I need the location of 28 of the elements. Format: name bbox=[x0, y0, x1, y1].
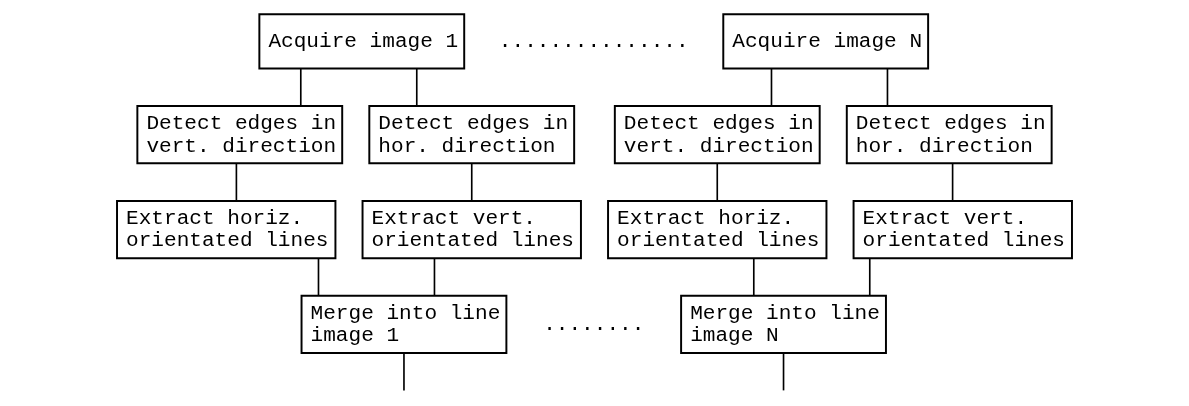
label: ............... bbox=[498, 28, 689, 53]
node-box: Extract vert. orientated lines bbox=[852, 199, 1073, 260]
node-box: Detect edges in vert. direction bbox=[613, 105, 821, 165]
node-box: Extract horiz. orientated lines bbox=[607, 199, 828, 260]
connector bbox=[716, 162, 719, 202]
node-box: Detect edges in hor. direction bbox=[845, 105, 1053, 165]
connector bbox=[951, 162, 954, 202]
connector bbox=[415, 68, 418, 107]
connector bbox=[403, 352, 405, 392]
connector bbox=[868, 257, 871, 297]
node-box: Detect edges in vert. direction bbox=[136, 105, 344, 165]
node-box: Acquire image N bbox=[722, 13, 930, 70]
connector bbox=[770, 68, 773, 107]
label: ........ bbox=[543, 312, 645, 337]
node-box: Merge into line image N bbox=[680, 294, 887, 355]
connector bbox=[433, 257, 436, 297]
connector bbox=[235, 162, 238, 202]
node-box: Extract horiz. orientated lines bbox=[116, 199, 337, 260]
connector bbox=[299, 68, 302, 107]
node-box: Detect edges in hor. direction bbox=[368, 105, 576, 165]
node-box: Extract vert. orientated lines bbox=[361, 199, 582, 260]
connector bbox=[752, 257, 755, 297]
connector bbox=[782, 352, 785, 392]
connector bbox=[470, 162, 473, 202]
connector bbox=[886, 68, 889, 107]
node-box: Acquire image 1 bbox=[258, 13, 466, 70]
node-box: Merge into line image 1 bbox=[300, 294, 508, 355]
connector bbox=[317, 257, 320, 297]
